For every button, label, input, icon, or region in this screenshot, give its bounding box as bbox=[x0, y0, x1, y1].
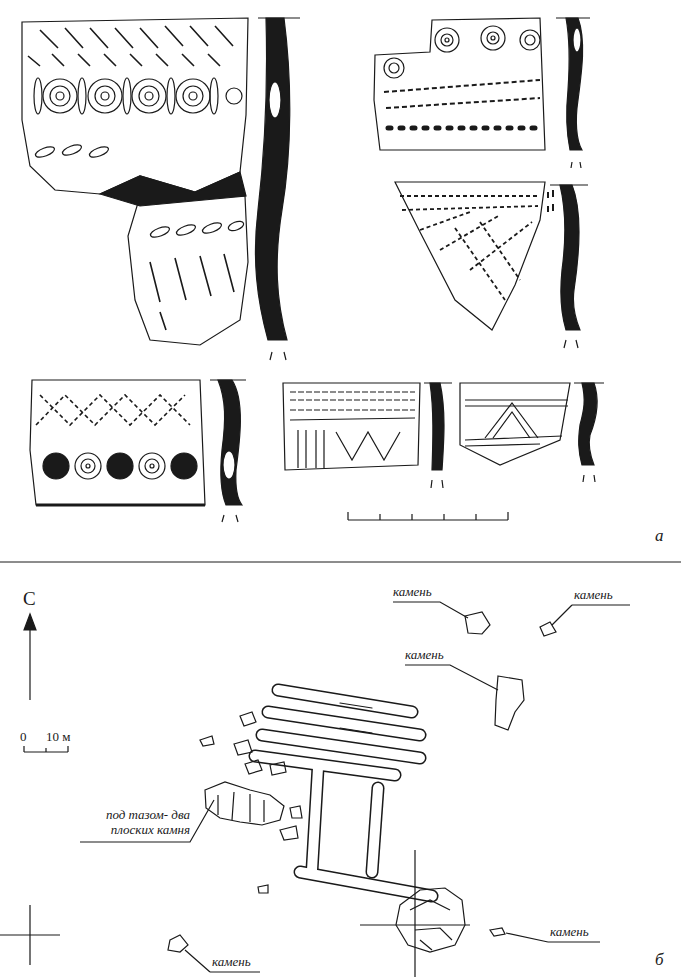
north-mark: С bbox=[23, 588, 36, 610]
stone-label: камень bbox=[574, 588, 613, 603]
stone-label: камень bbox=[550, 925, 589, 940]
panel-letter: б bbox=[655, 950, 664, 970]
stone-label: камень bbox=[212, 955, 251, 970]
stone-note: под тазом- два плоских камня bbox=[62, 808, 190, 838]
scale-value: 10 м bbox=[46, 730, 70, 745]
panel-letter: а bbox=[655, 526, 664, 546]
stone-label: камень bbox=[393, 585, 432, 600]
stone-label: камень bbox=[405, 648, 444, 663]
scale-value: 0 bbox=[20, 730, 27, 745]
